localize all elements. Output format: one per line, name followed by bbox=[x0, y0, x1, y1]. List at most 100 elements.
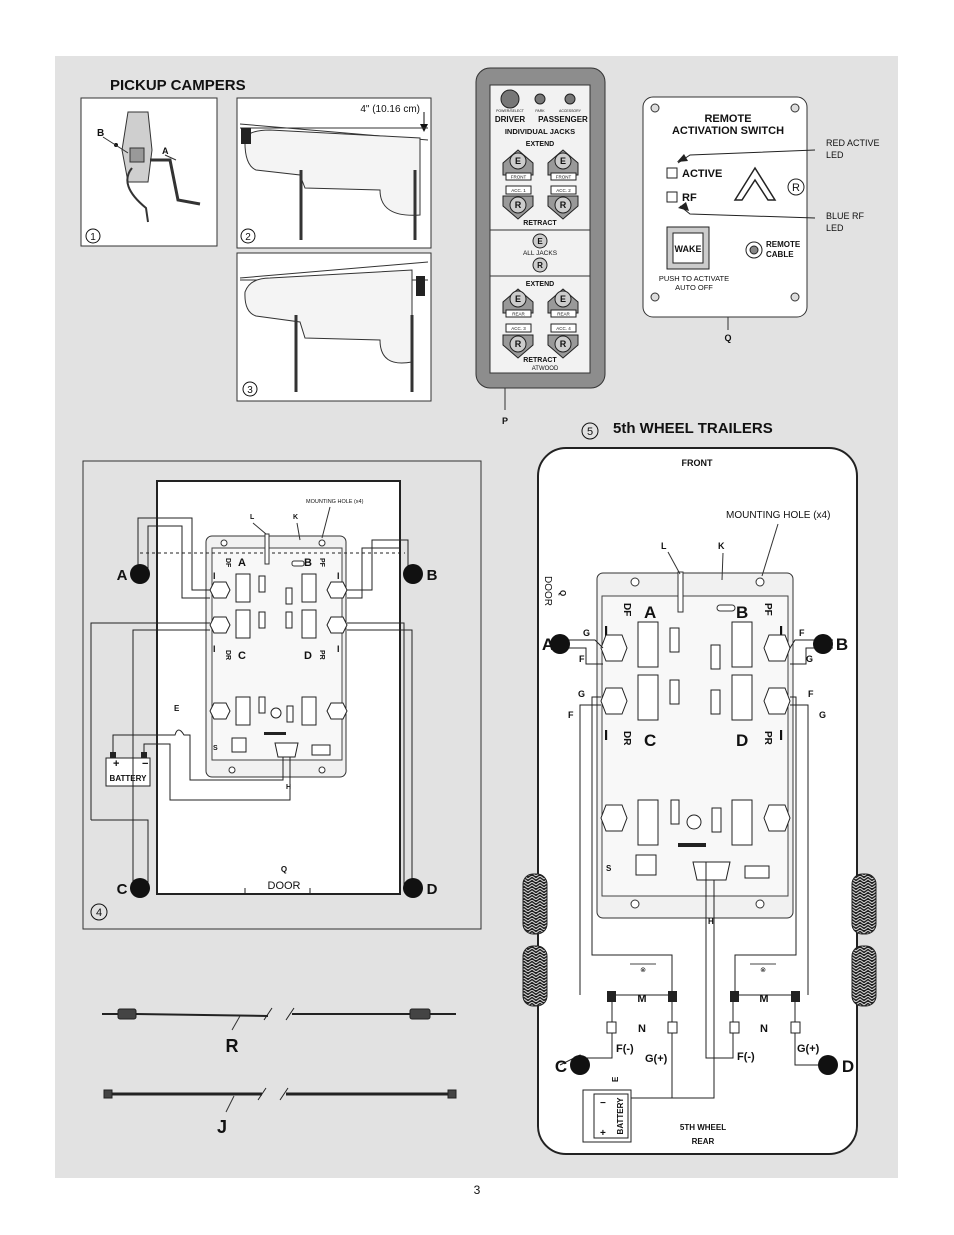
remote-r-button-dr[interactable]: R bbox=[515, 339, 522, 349]
fig5-i-1: I bbox=[604, 623, 608, 640]
fig5-label-k: K bbox=[718, 541, 725, 551]
figure-1-jack-crank: B A 1 bbox=[80, 97, 218, 247]
figure-number-1: 1 bbox=[90, 232, 96, 243]
fig4-label-l: L bbox=[250, 514, 255, 521]
remote-label-passenger: PASSENGER bbox=[538, 115, 588, 124]
remote-label-acc2: ACC. 2 bbox=[556, 188, 571, 193]
figure-number-4: 4 bbox=[96, 907, 102, 919]
fig4-label-e: E bbox=[174, 704, 180, 713]
fig5-rear-2: REAR bbox=[692, 1137, 715, 1146]
switch-label-rf: RF bbox=[682, 192, 697, 204]
remote-e-button-df[interactable]: E bbox=[515, 156, 521, 166]
fig4-i-4: I bbox=[337, 644, 340, 654]
remote-activation-switch-q: REMOTE ACTIVATION SWITCH ACTIVE RF R WAK… bbox=[642, 96, 880, 343]
remote-e-button-pr[interactable]: E bbox=[560, 294, 566, 304]
switch-remote-cable-1: REMOTE bbox=[766, 240, 801, 249]
remote-r-button-all[interactable]: R bbox=[537, 261, 543, 270]
fig5-dr: DR bbox=[621, 731, 632, 746]
remote-r-button-pf[interactable]: R bbox=[560, 200, 567, 210]
remote-e-button-dr[interactable]: E bbox=[515, 294, 521, 304]
fig4-label-s: S bbox=[213, 745, 218, 752]
fig5-f-2: F bbox=[799, 628, 805, 638]
heading-fifth-wheel: 5th WHEEL TRAILERS bbox=[613, 420, 773, 437]
figure-number-2: 2 bbox=[245, 232, 251, 243]
fig5-label-l: L bbox=[661, 541, 667, 551]
remote-e-button-all[interactable]: E bbox=[537, 237, 543, 246]
fig5-g-4: G bbox=[819, 710, 826, 720]
fuse-icon-right: ⊗ bbox=[760, 967, 766, 974]
fig5-rear-1: 5TH WHEEL bbox=[680, 1123, 726, 1132]
fig5-jack-d: D bbox=[842, 1057, 854, 1076]
fig5-g-plus-1: G(+) bbox=[645, 1053, 668, 1065]
fig5-m-1: M bbox=[637, 993, 646, 1005]
fig4-label-h: H bbox=[286, 784, 291, 791]
fig5-battery-plus: + bbox=[600, 1128, 606, 1139]
fig4-jack-a: A bbox=[117, 567, 128, 584]
switch-title-2: ACTIVATION SWITCH bbox=[672, 125, 784, 137]
fig5-m-2: M bbox=[759, 993, 768, 1005]
fig4-box-c: C bbox=[238, 650, 246, 662]
switch-push-2: AUTO OFF bbox=[675, 283, 713, 292]
fig5-f-minus-2: F(-) bbox=[737, 1051, 755, 1063]
fig5-pr: PR bbox=[762, 731, 773, 746]
figure-number-3: 3 bbox=[247, 385, 253, 396]
fig5-f-3: F bbox=[568, 710, 574, 720]
label-p: P bbox=[502, 416, 508, 426]
fig4-battery: BATTERY bbox=[110, 774, 148, 783]
fig5-i-3: I bbox=[604, 727, 608, 744]
switch-remote-cable-2: CABLE bbox=[766, 250, 794, 259]
remote-label-acc3: ACC. 3 bbox=[511, 326, 526, 331]
wake-button[interactable]: WAKE bbox=[675, 244, 702, 254]
remote-e-button-pf[interactable]: E bbox=[560, 156, 566, 166]
fig5-g-2: G bbox=[806, 654, 813, 664]
fig4-i-2: I bbox=[337, 571, 340, 581]
remote-label-retract-top: RETRACT bbox=[523, 220, 557, 227]
remote-label-front-1: FRONT bbox=[511, 175, 527, 180]
remote-label-acc4: ACC. 4 bbox=[556, 326, 571, 331]
fig5-battery-minus: − bbox=[600, 1098, 606, 1109]
fig5-box-b: B bbox=[736, 603, 748, 622]
fig4-df: DF bbox=[224, 558, 231, 568]
fig5-g-3: G bbox=[578, 689, 585, 699]
figure-3-camper-rear-raised: 3 bbox=[236, 252, 432, 402]
heading-pickup-campers: PICKUP CAMPERS bbox=[110, 77, 246, 94]
fig1-label-b: B bbox=[97, 128, 104, 139]
fig5-g-plus-2: G(+) bbox=[797, 1043, 820, 1055]
fig5-label-e: E bbox=[611, 1076, 620, 1082]
fig4-jack-d: D bbox=[427, 881, 438, 898]
fig4-jack-b: B bbox=[427, 567, 438, 584]
figure-2-camper-front-raised: 4" (10.16 cm) 2 bbox=[236, 97, 432, 249]
fig5-label-q: Q bbox=[558, 590, 567, 596]
battery-minus: − bbox=[142, 758, 148, 770]
fig5-label-h: H bbox=[708, 917, 714, 926]
fig5-i-2: I bbox=[779, 623, 783, 640]
fig5-front: FRONT bbox=[682, 458, 713, 468]
fig5-jack-a: A bbox=[542, 635, 554, 654]
remote-r-button-df[interactable]: R bbox=[515, 200, 522, 210]
remote-label-driver: DRIVER bbox=[495, 115, 525, 124]
red-led-label-2: LED bbox=[826, 150, 844, 160]
cable-label-r: R bbox=[226, 1036, 239, 1056]
fig4-box-b: B bbox=[304, 557, 312, 569]
remote-label-individual-jacks: INDIVIDUAL JACKS bbox=[505, 127, 575, 136]
remote-label-retract-bottom: RETRACT bbox=[523, 357, 557, 364]
remote-label-all-jacks: ALL JACKS bbox=[523, 250, 558, 257]
figure-5-fifth-wheel-wiring: FRONT MOUNTING HOLE (x4) L K Q DOOR A B … bbox=[522, 447, 877, 1155]
cable-r: R bbox=[102, 1007, 456, 1056]
blue-led-label-1: BLUE RF bbox=[826, 211, 865, 221]
page-number: 3 bbox=[473, 1183, 481, 1197]
remote-label-rear-1: REAR bbox=[512, 312, 525, 317]
fig5-pf: PF bbox=[762, 603, 773, 616]
fig4-jack-c: C bbox=[117, 881, 128, 898]
fig5-box-d: D bbox=[736, 731, 748, 750]
fig5-door: DOOR bbox=[542, 576, 553, 606]
remote-label-extend-top: EXTEND bbox=[526, 141, 554, 148]
switch-title-1: REMOTE bbox=[704, 113, 751, 125]
fuse-icon-left: ⊗ bbox=[640, 967, 646, 974]
figure-4-pickup-wiring: L K MOUNTING HOLE (x4) A B C D DF PF DR … bbox=[82, 460, 482, 930]
remote-r-button-pr[interactable]: R bbox=[560, 339, 567, 349]
fig5-g-1: G bbox=[583, 628, 590, 638]
fig4-mounting-hole: MOUNTING HOLE (x4) bbox=[306, 499, 364, 505]
red-led-label-1: RED ACTIVE bbox=[826, 138, 880, 148]
